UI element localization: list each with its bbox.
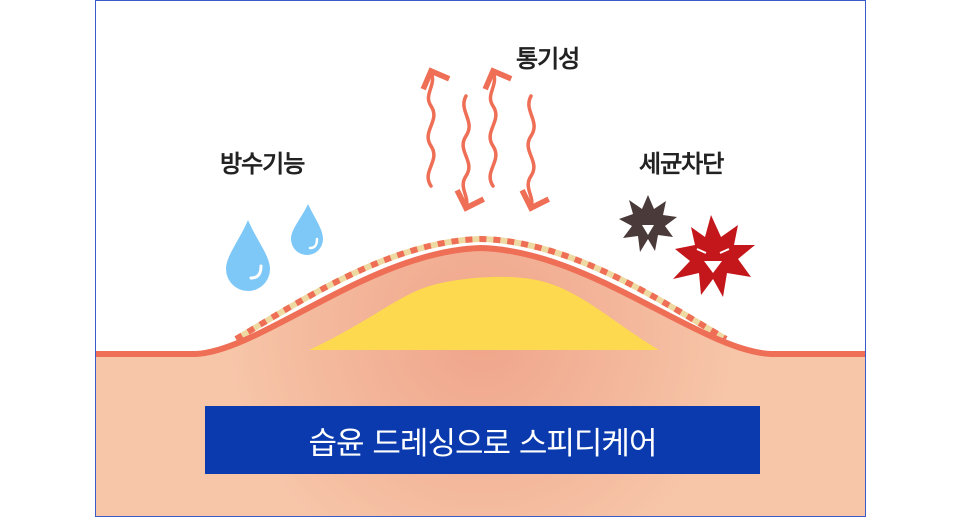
water-drop-icon: [291, 204, 323, 255]
label-waterproof: 방수기능: [220, 150, 305, 178]
label-breathability: 통기성: [516, 45, 580, 73]
illustration-frame: 방수기능 통기성 세균차단 습윤 드레싱으로 스피디케어: [95, 0, 866, 517]
wound-exudate: [309, 276, 659, 350]
arrow-up-icon: [420, 67, 451, 188]
arrow-up-icon: [482, 67, 513, 188]
water-drop-icon: [226, 220, 270, 291]
germ-dark-icon: [619, 195, 677, 252]
germ-red-icon: [673, 215, 755, 297]
caption-banner: 습윤 드레싱으로 스피디케어: [205, 406, 760, 474]
breathability-arrows: [420, 67, 550, 212]
arrow-down-icon: [454, 94, 485, 212]
label-bacteria-block: 세균차단: [639, 150, 724, 178]
skin-surface-line: [96, 244, 865, 357]
arrow-down-icon: [519, 94, 550, 212]
